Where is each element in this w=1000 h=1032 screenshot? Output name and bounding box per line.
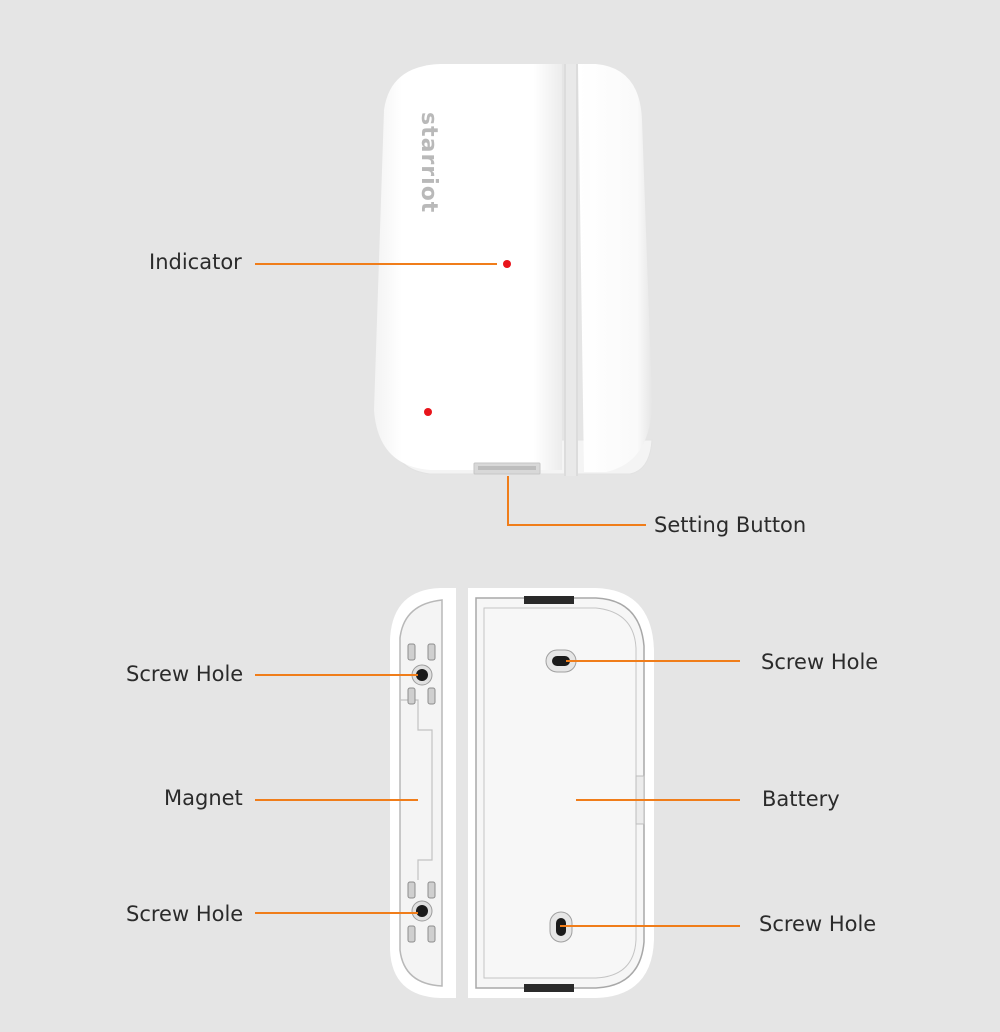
setting-button-label: Setting Button	[654, 513, 807, 537]
screw-hole-bottom-left	[407, 881, 436, 943]
sensor-front-view: starriot	[374, 64, 653, 476]
screw-hole-bottom-right-label: Screw Hole	[759, 912, 877, 936]
sensor-main-body	[374, 64, 562, 470]
indicator-label: Indicator	[149, 250, 242, 274]
magnet-side-body	[578, 64, 652, 472]
magnet-label: Magnet	[164, 786, 243, 810]
callout-lines	[255, 263, 740, 927]
sensor-back-view	[390, 588, 654, 998]
brand-logo: starriot	[416, 112, 441, 213]
screw-hole-bottom-left-label: Screw Hole	[126, 902, 244, 926]
screw-hole-top-left-label: Screw Hole	[126, 662, 244, 686]
indicator-led-top	[503, 260, 511, 268]
battery-label: Battery	[762, 787, 840, 811]
indicator-led-bottom	[424, 408, 432, 416]
screw-hole-top-right-label: Screw Hole	[761, 650, 879, 674]
magnet-inner-frame	[399, 599, 443, 987]
setting-button-callout-line	[507, 476, 646, 526]
